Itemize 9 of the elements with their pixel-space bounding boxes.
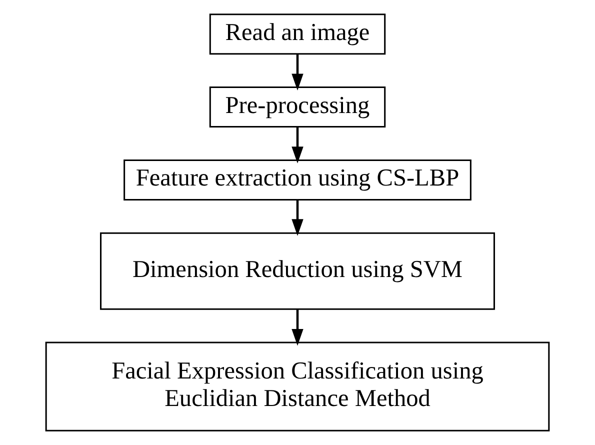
arrow [292, 309, 304, 346]
node-box: Facial Expression Classification using Euclidian Distance Method [45, 342, 550, 432]
node-box: Feature extraction using CS-LBP [124, 159, 472, 200]
node-box: Read an image [209, 14, 386, 55]
arrow [292, 126, 304, 164]
node-box: Pre-processing [209, 86, 386, 128]
arrow [292, 200, 304, 236]
arrow [292, 54, 304, 90]
node-box: Dimension Reduction using SVM [100, 232, 495, 310]
